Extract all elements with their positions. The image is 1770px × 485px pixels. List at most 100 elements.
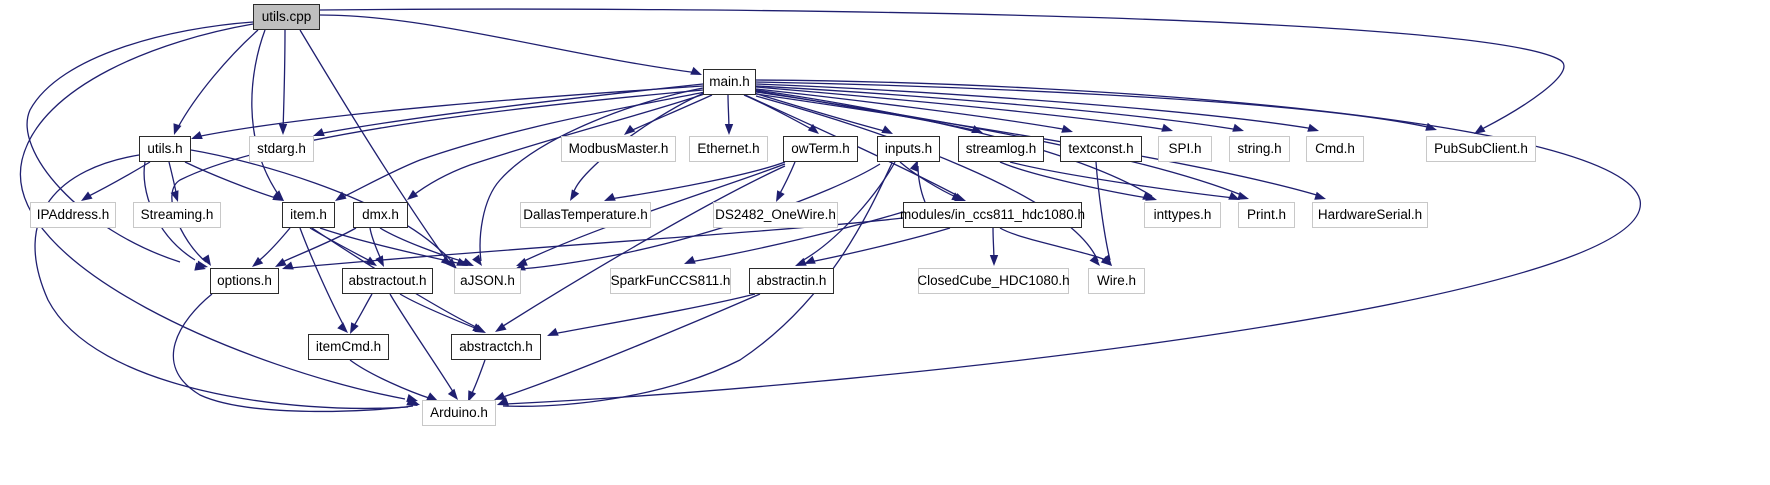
arrowhead-item_h-to-options_h — [252, 256, 264, 267]
graph-node-arduino_h[interactable]: Arduino.h — [422, 400, 496, 426]
edge-main_h-to-pubsubclient_h — [755, 81, 1433, 129]
edge-main_h-to-owterm_h — [743, 94, 816, 132]
edge-streamlog_h-to-inttypes_h — [999, 161, 1149, 199]
graph-node-options_h[interactable]: options.h — [210, 268, 279, 294]
arrowhead-main_h-to-inputs_h — [881, 125, 893, 134]
graph-node-sparkfun_h[interactable]: SparkFunCCS811.h — [610, 268, 731, 294]
graph-node-label: abstractin.h — [756, 273, 827, 289]
graph-node-label: IPAddress.h — [36, 207, 110, 223]
graph-node-ccs811_hdc_h[interactable]: modules/in_ccs811_hdc1080.h — [900, 202, 1085, 228]
arrowhead-main_h-to-ethernet_h — [724, 124, 734, 135]
graph-node-abstractch_h[interactable]: abstractch.h — [451, 334, 541, 360]
graph-node-label: DS2482_OneWire.h — [715, 207, 836, 223]
graph-node-inputs_h[interactable]: inputs.h — [877, 136, 940, 162]
arrowhead-abstractin_h-to-abstractch_h — [547, 327, 559, 336]
graph-node-ds2482_h[interactable]: DS2482_OneWire.h — [713, 202, 838, 228]
graph-node-main_h[interactable]: main.h — [703, 69, 756, 95]
graph-node-label: abstractch.h — [459, 339, 533, 355]
graph-node-utils_h[interactable]: utils.h — [139, 136, 191, 162]
graph-node-label: itemCmd.h — [315, 339, 382, 355]
edge-main_h-to-options_h — [171, 89, 704, 263]
graph-node-item_h[interactable]: item.h — [282, 202, 335, 228]
arrowhead-main_h-to-textconst_h — [1061, 124, 1073, 133]
graph-node-cmd_h[interactable]: Cmd.h — [1306, 136, 1364, 162]
graph-node-label: inttypes.h — [1153, 207, 1212, 223]
edge-abstractout_h-to-arduino_h — [389, 293, 456, 396]
arrowhead-main_h-to-arduino_h — [497, 397, 509, 406]
arrowhead-utils_cpp-to-item_h — [273, 190, 284, 201]
graph-node-dallastemp_h[interactable]: DallasTemperature.h — [520, 202, 651, 228]
graph-node-label: Cmd.h — [1315, 141, 1355, 157]
arrowhead-abstractout_h-to-abstractch_h — [474, 324, 486, 333]
graph-node-ajson_h[interactable]: aJSON.h — [454, 268, 521, 294]
edge-main_h-to-ethernet_h — [727, 94, 730, 132]
graph-node-label: inputs.h — [884, 141, 933, 157]
edge-ccs811_hdc_h-to-abstractin_h — [809, 227, 951, 263]
arrowhead-ccs811_hdc_h-to-sparkfun_h — [684, 255, 696, 264]
edge-item_h-to-options_h — [255, 227, 291, 264]
graph-node-label: abstractout.h — [348, 273, 427, 289]
arrowhead-main_h-to-ccs811_hdc_h — [954, 193, 966, 201]
arrowhead-utils_h-to-streaming_h — [170, 190, 179, 202]
edge-utils_cpp-to-pubsubclient_h — [319, 8, 1565, 132]
edge-main_h-to-textconst_h — [755, 88, 1069, 131]
arrowhead-main_h-to-inttypes_h — [1145, 192, 1157, 201]
arrowhead-main_h-to-owterm_h — [807, 123, 819, 134]
graph-node-print_h[interactable]: Print.h — [1238, 202, 1295, 228]
arrowhead-owterm_h-to-dallastemp_h — [604, 192, 616, 201]
graph-node-label: aJSON.h — [460, 273, 515, 289]
graph-node-abstractout_h[interactable]: abstractout.h — [342, 268, 433, 294]
graph-node-streaming_h[interactable]: Streaming.h — [133, 202, 221, 228]
edge-ccs811_hdc_h-to-wire_h — [999, 227, 1109, 262]
arrowhead-inputs_h-to-abstractin_h — [795, 257, 807, 266]
graph-node-hardwareserial_h[interactable]: HardwareSerial.h — [1312, 202, 1428, 228]
graph-node-abstractin_h[interactable]: abstractin.h — [749, 268, 834, 294]
arrowhead-ccs811_hdc_h-to-abstractin_h — [804, 255, 816, 264]
edge-streamlog_h-to-print_h — [1009, 161, 1235, 199]
arrowhead-main_h-to-string_h — [1232, 123, 1244, 132]
arrowhead-item_h-to-abstractch_h — [472, 323, 484, 332]
graph-node-textconst_h[interactable]: textconst.h — [1060, 136, 1142, 162]
arrowhead-main_h-to-stdarg_h — [313, 128, 325, 136]
arrowhead-ccs811_hdc_h-to-options_h — [282, 261, 294, 270]
arrowhead-utils_cpp-to-stdarg_h — [278, 124, 288, 135]
arrowhead-abstractout_h-to-itemcmd_h — [350, 322, 359, 334]
graph-node-owterm_h[interactable]: owTerm.h — [783, 136, 858, 162]
arrowhead-utils_h-to-item_h — [272, 192, 284, 201]
graph-node-label: dmx.h — [362, 207, 399, 223]
edge-utils_h-to-ipaddress_h — [84, 161, 151, 199]
graph-node-label: Streaming.h — [140, 207, 214, 223]
graph-node-label: stdarg.h — [257, 141, 306, 157]
graph-node-stdarg_h[interactable]: stdarg.h — [249, 136, 314, 162]
graph-node-label: SPI.h — [1168, 141, 1202, 157]
graph-node-dmx_h[interactable]: dmx.h — [353, 202, 408, 228]
graph-node-streamlog_h[interactable]: streamlog.h — [958, 136, 1044, 162]
arrowhead-utils_cpp-to-arduino_h — [406, 393, 418, 403]
graph-node-itemcmd_h[interactable]: itemCmd.h — [308, 334, 389, 360]
graph-node-label: utils.cpp — [261, 9, 312, 25]
edge-dmx_h-to-options_h — [279, 227, 357, 264]
graph-node-ethernet_h[interactable]: Ethernet.h — [689, 136, 768, 162]
edge-textconst_h-to-wire_h — [1095, 161, 1111, 261]
edge-utils_cpp-to-main_h — [319, 14, 699, 74]
graph-node-closedcube_h[interactable]: ClosedCube_HDC1080.h — [917, 268, 1070, 294]
edge-abstractin_h-to-abstractch_h — [552, 293, 756, 335]
graph-node-pubsubclient_h[interactable]: PubSubClient.h — [1426, 136, 1536, 162]
arrowhead-main_h-to-spi_h — [1161, 123, 1173, 132]
graph-node-spi_h[interactable]: SPI.h — [1158, 136, 1212, 162]
graph-node-modbusmaster_h[interactable]: ModbusMaster.h — [561, 136, 676, 162]
graph-node-label: options.h — [217, 273, 272, 289]
graph-node-wire_h[interactable]: Wire.h — [1088, 268, 1145, 294]
graph-node-inttypes_h[interactable]: inttypes.h — [1144, 202, 1221, 228]
edge-main_h-to-spi_h — [755, 86, 1169, 131]
arrowhead-abstractout_h-to-arduino_h — [447, 388, 458, 400]
edge-main_h-to-wire_h — [755, 95, 1099, 262]
graph-node-utils_cpp[interactable]: utils.cpp — [253, 4, 320, 30]
edge-main_h-to-modbusmaster_h — [627, 94, 713, 133]
graph-node-ipaddress_h[interactable]: IPAddress.h — [30, 202, 116, 228]
edge-utils_cpp-to-utils_h — [175, 29, 259, 132]
edge-utils_h-to-streaming_h — [168, 161, 178, 198]
graph-node-string_h[interactable]: string.h — [1229, 136, 1290, 162]
